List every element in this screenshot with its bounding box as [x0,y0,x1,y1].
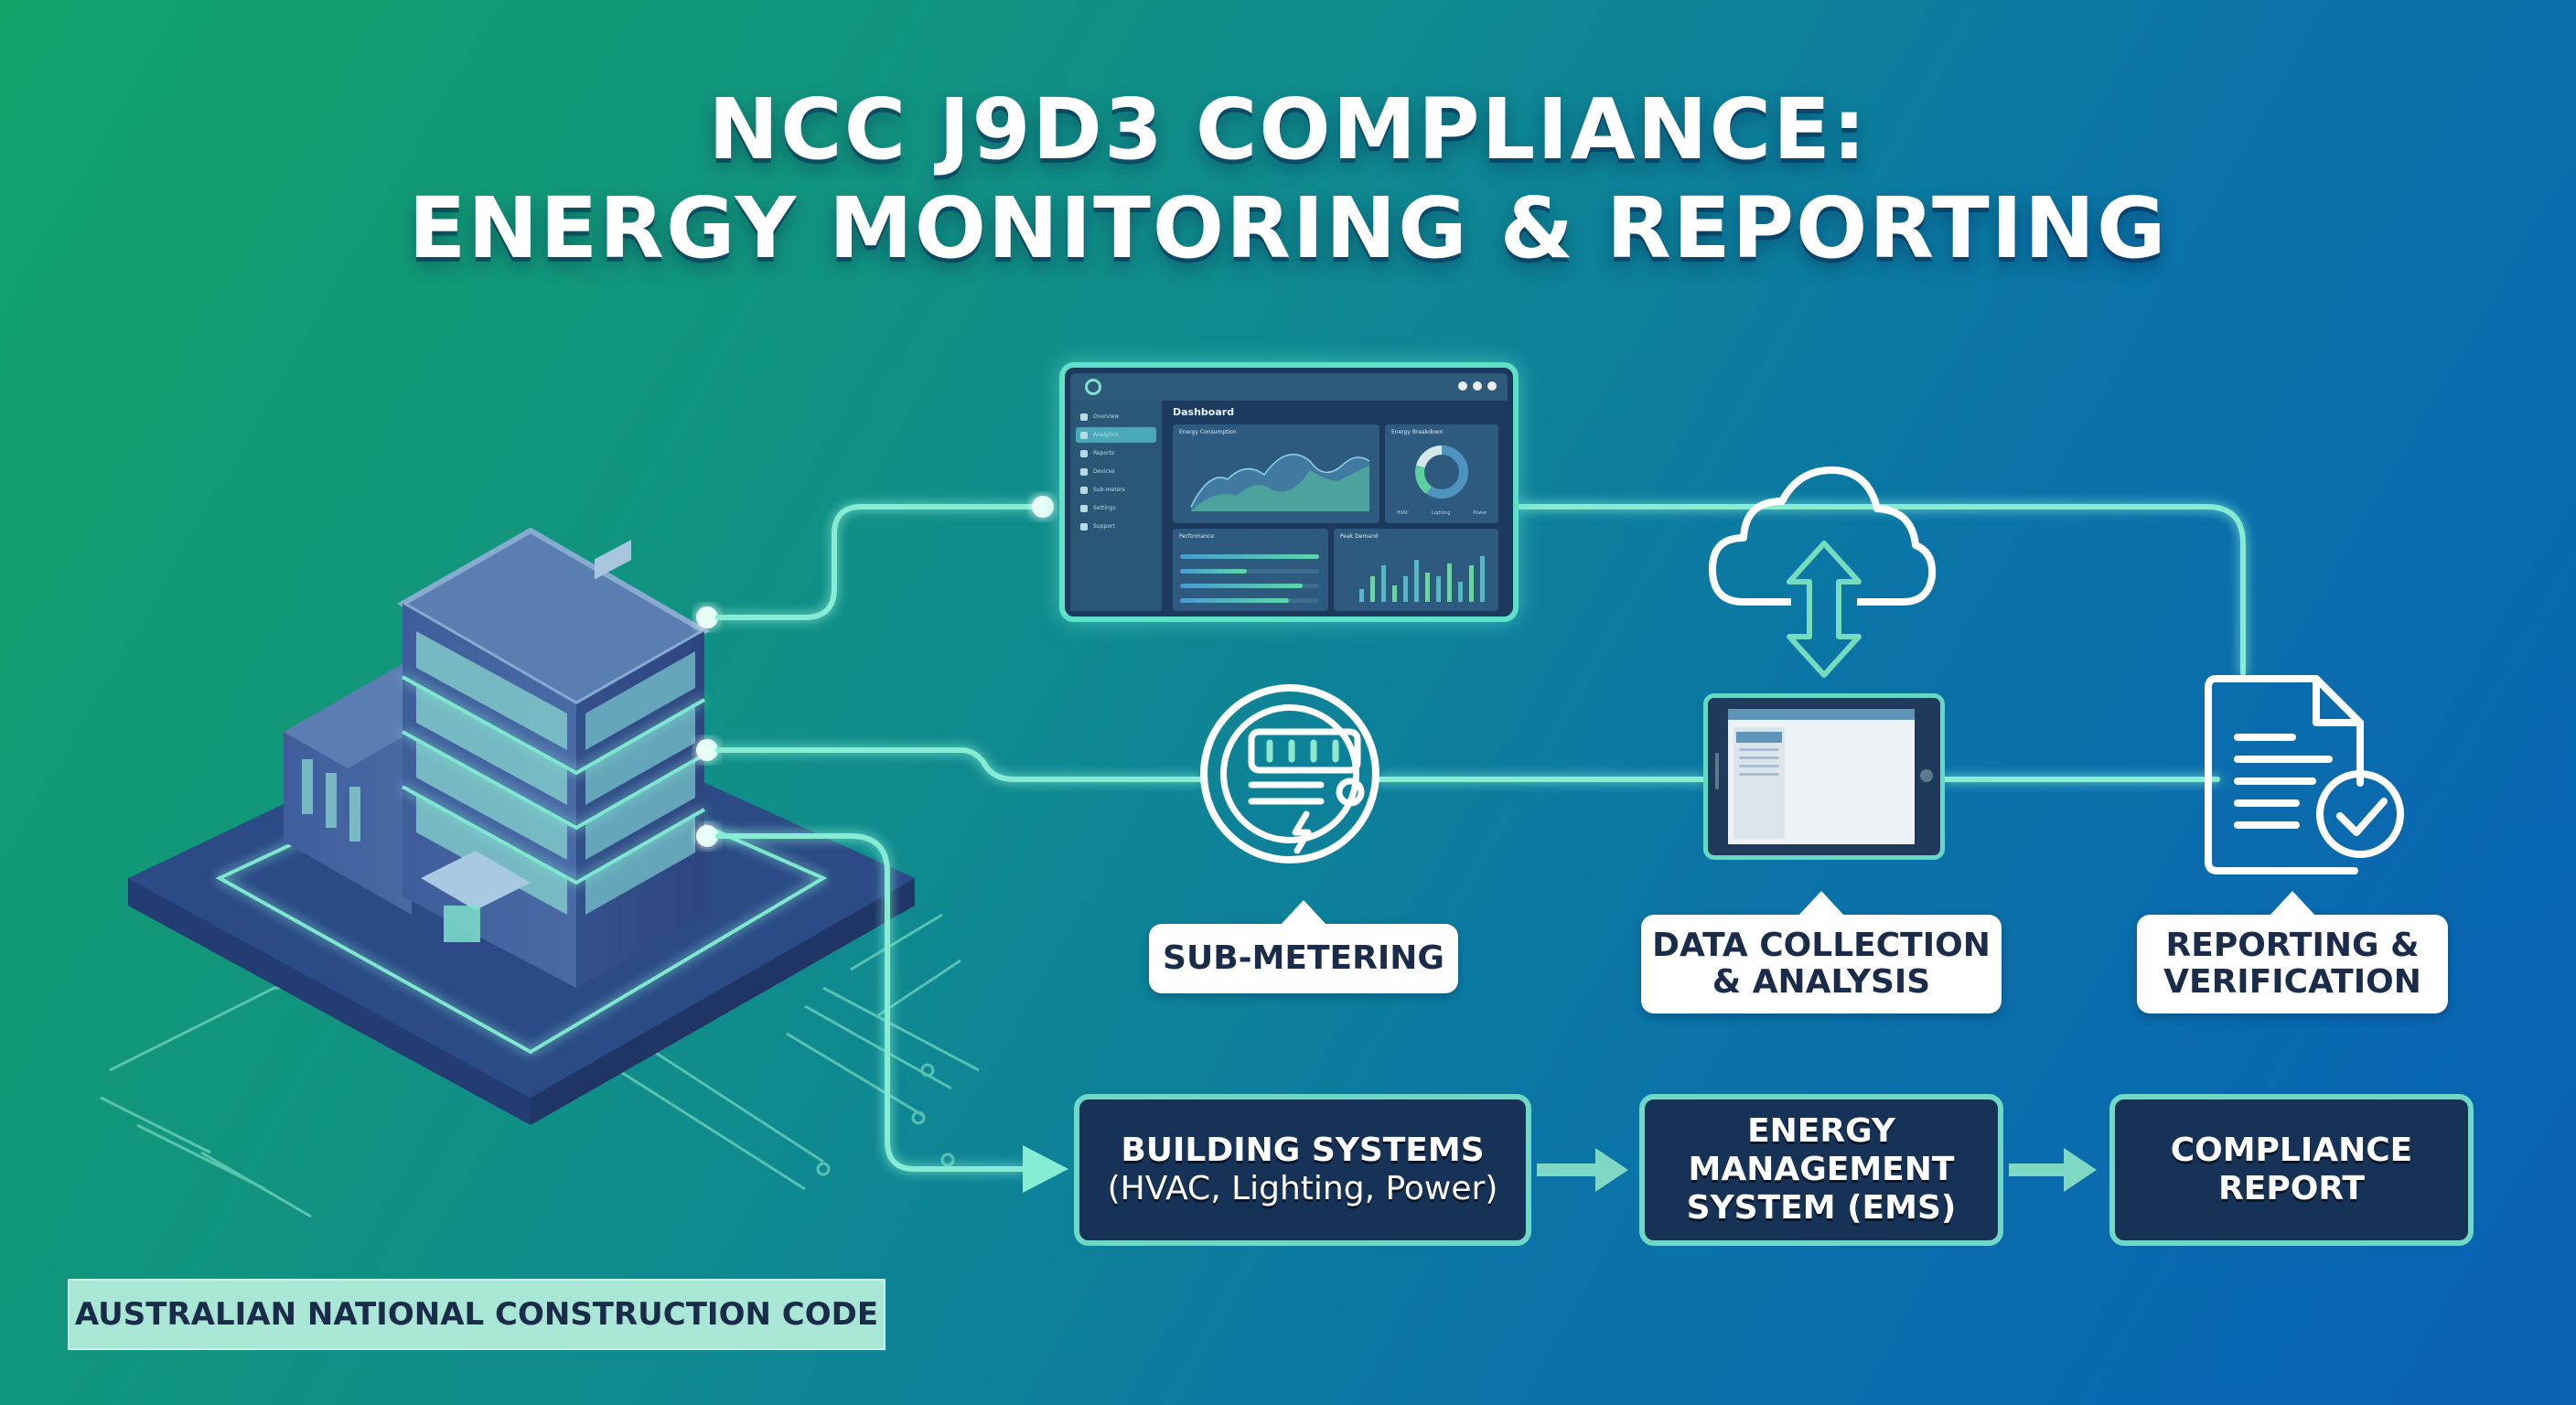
nav-icon [1080,486,1088,494]
progress-card: Performance [1173,529,1328,611]
cloud-icon [1709,467,1937,606]
window-controls [1458,381,1497,391]
flow-arrow-1 [1537,1148,1628,1192]
tablet-home-button [1920,769,1933,782]
data-collection-label: DATA COLLECTION & ANALYSIS [1641,891,2002,1014]
nav-icon [1080,504,1088,512]
sidebar-item-active[interactable]: Analytics [1076,427,1156,443]
title-line-2: ENERGY MONITORING & REPORTING [408,179,2168,277]
dashboard-sidebar: Overview Analytics Reports Devices Sub-m… [1070,401,1162,611]
building-icon [128,527,915,1125]
bar-chart [1359,556,1485,602]
nav-icon [1080,467,1088,476]
dashboard-heading: Dashboard [1173,406,1235,418]
connector-lines [715,504,2246,1172]
donut-chart-card: Energy Breakdown HVAC Lighting Power [1385,424,1498,523]
flow-box-compliance-report: COMPLIANCE REPORT [2109,1094,2474,1246]
sub-metering-node [1200,684,1379,863]
sidebar-item[interactable]: Overview [1076,409,1156,424]
sync-arrows-icon [1787,541,1862,678]
window-dot-icon[interactable] [1473,381,1482,391]
tablet-speaker [1715,753,1719,789]
sub-metering-label: SUB-METERING [1149,900,1458,993]
flow-box-ems: ENERGY MANAGEMENT SYSTEM (EMS) [1639,1094,2003,1246]
dashboard-main: Dashboard Energy Consumption Energy Brea… [1167,401,1508,611]
donut-chart [1415,445,1468,499]
area-chart-card: Energy Consumption [1173,424,1379,523]
circuit-traces [100,913,980,1218]
reporting-verification-label: REPORTING & VERIFICATION [2137,891,2448,1014]
page-title: NCC J9D3 COMPLIANCE: ENERGY MONITORING &… [0,80,2576,278]
bar-chart-card: Peak Demand [1334,529,1498,611]
nav-icon [1080,431,1088,439]
arrow-right-icon [1595,1148,1628,1192]
title-line-1: NCC J9D3 COMPLIANCE: [708,80,1868,178]
tablet-device [1703,693,1945,860]
area-chart [1190,454,1370,511]
tablet-screen [1728,709,1915,844]
sidebar-item[interactable]: Devices [1076,464,1156,479]
dashboard-logo-icon [1085,379,1101,395]
sidebar-item[interactable]: Settings [1076,500,1156,516]
window-dot-icon[interactable] [1487,381,1497,391]
nav-icon [1080,522,1088,531]
flow-box-building-systems: BUILDING SYSTEMS (HVAC, Lighting, Power) [1074,1094,1531,1246]
dashboard-topbar [1070,373,1508,401]
document-check-icon [2205,675,2404,874]
sidebar-item[interactable]: Reports [1076,445,1156,461]
nav-icon [1080,449,1088,457]
sidebar-item[interactable]: Support [1076,519,1156,534]
flow-arrow-2 [2009,1148,2097,1192]
donut-legend: HVAC Lighting Power [1396,510,1487,516]
sidebar-item[interactable]: Sub-meters [1076,482,1156,498]
arrow-right-icon [2064,1148,2097,1192]
arrow-head-icon [1023,1145,1068,1193]
footer-badge: AUSTRALIAN NATIONAL CONSTRUCTION CODE [68,1279,886,1350]
dashboard-monitor: Overview Analytics Reports Devices Sub-m… [1059,362,1519,622]
nav-icon [1080,413,1088,421]
window-dot-icon[interactable] [1458,381,1467,391]
